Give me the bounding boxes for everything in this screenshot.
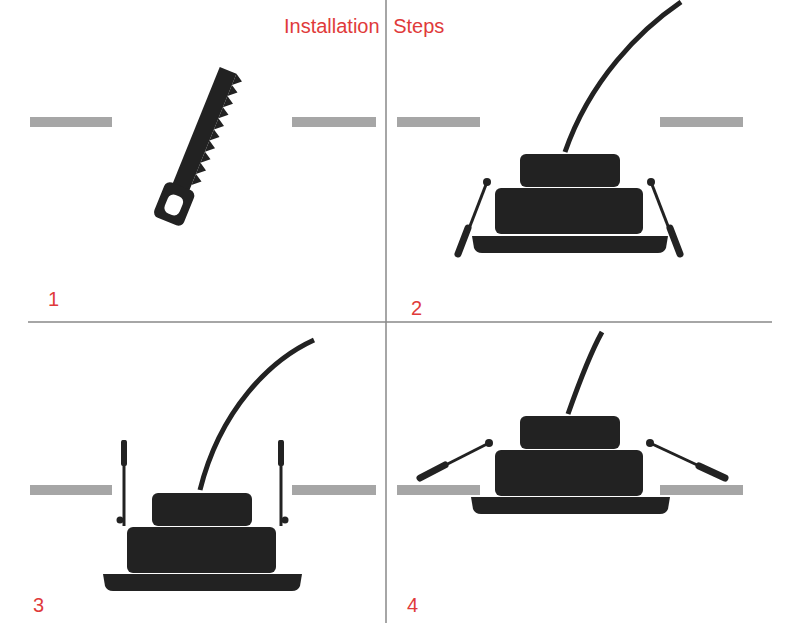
downlight [420,332,725,514]
downlight [103,340,314,591]
step-number: 3 [33,595,44,615]
divider-line [385,0,387,623]
step-number: 1 [48,289,59,309]
ceiling [397,117,743,127]
divider-line [28,321,772,323]
step-number: 2 [411,298,422,318]
step-number: 4 [407,595,418,615]
downlight [458,2,681,254]
diagram-title: Installation Steps [284,16,444,36]
saw [152,64,244,227]
